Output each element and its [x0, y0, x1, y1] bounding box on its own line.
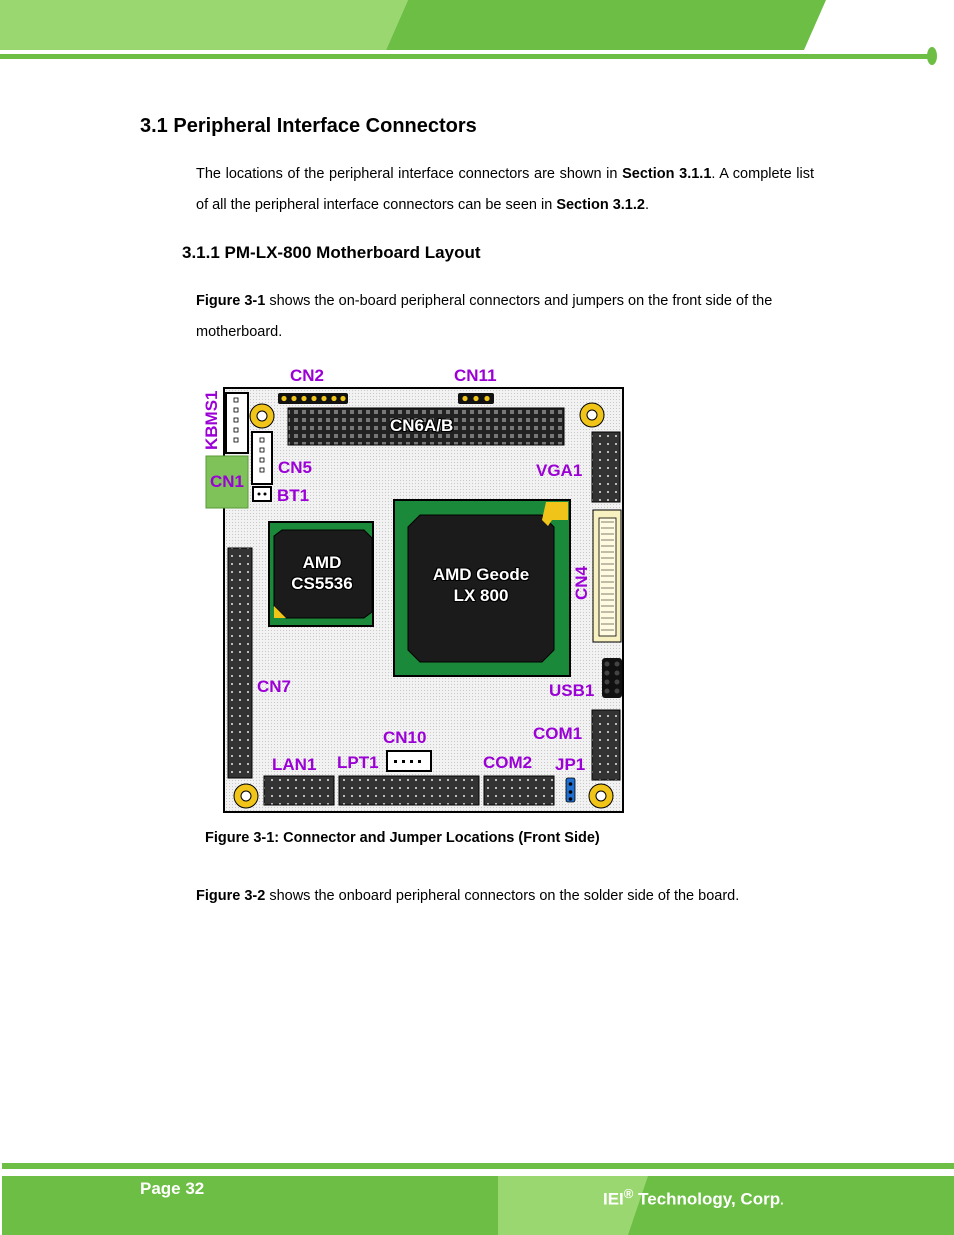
label-jp1: JP1: [555, 755, 586, 774]
chip-cs5536-line1: AMD: [302, 553, 342, 572]
chip-cs5536-line2: CS5536: [291, 574, 353, 593]
motherboard-diagram: [205, 387, 624, 813]
intro-paragraph: The locations of the peripheral interfac…: [196, 159, 814, 221]
chip-geode-line2: LX 800: [453, 586, 509, 605]
figure-intro-text: shows the on-board peripheral connectors…: [196, 293, 773, 340]
label-cn4: CN4: [572, 565, 591, 600]
company-name-a: IEI: [603, 1189, 624, 1209]
subsection-title: 3.1.1 PM-LX-800 Motherboard Layout: [182, 243, 481, 262]
closing-paragraph: Figure 3-2 shows the onboard peripheral …: [196, 881, 836, 912]
intro-text-c: .: [644, 197, 649, 213]
intro-text-b: . A complete list of all the peripheral …: [196, 166, 815, 213]
label-cn6ab: CN6A/B: [390, 416, 454, 435]
label-cn1: CN1: [210, 472, 245, 491]
label-cn11: CN11: [454, 366, 497, 385]
label-com2: COM2: [483, 753, 533, 772]
closing-text: shows the onboard peripheral connectors …: [265, 888, 740, 904]
label-usb1: USB1: [549, 681, 595, 700]
page-number: Page 32: [140, 1179, 205, 1198]
motherboard-layout-figure: KBMS1 CN2 CN11 CN6A/B CN5 CN1 BT1 VGA1 C…: [196, 360, 636, 820]
company-name-dot: .: [780, 1192, 784, 1208]
intro-text-a: The locations of the peripheral interfac…: [196, 166, 623, 182]
figure-intro-paragraph: Figure 3-1 shows the on-board peripheral…: [196, 286, 821, 348]
company-name-b: Technology, Corp: [633, 1189, 781, 1209]
label-lpt1: LPT1: [337, 753, 379, 772]
label-lan1: LAN1: [272, 755, 317, 774]
chip-geode-line1: AMD Geode: [432, 565, 530, 584]
label-cn7: CN7: [257, 677, 292, 696]
label-com1: COM1: [533, 724, 583, 743]
figure-caption: Figure 3-1: Connector and Jumper Locatio…: [205, 830, 600, 846]
label-vga1: VGA1: [536, 461, 583, 480]
header-banner: [0, 0, 937, 65]
label-cn5: CN5: [278, 458, 313, 477]
company-name: IEI® Technology, Corp.: [603, 1186, 784, 1210]
section-ref-link[interactable]: Section 3.1.1: [622, 166, 712, 182]
label-kbms1: KBMS1: [202, 390, 221, 450]
label-cn2: CN2: [290, 366, 325, 385]
footer-banner: [2, 1163, 954, 1235]
label-bt1: BT1: [277, 486, 310, 505]
section-ref-link[interactable]: Section 3.1.2: [556, 197, 645, 213]
figure-ref-link[interactable]: Figure 3-1: [196, 293, 266, 309]
figure-ref-link[interactable]: Figure 3-2: [196, 888, 266, 904]
label-cn10: CN10: [383, 728, 427, 747]
registered-mark: ®: [623, 1186, 634, 1201]
section-title: 3.1 Peripheral Interface Connectors: [140, 115, 477, 137]
